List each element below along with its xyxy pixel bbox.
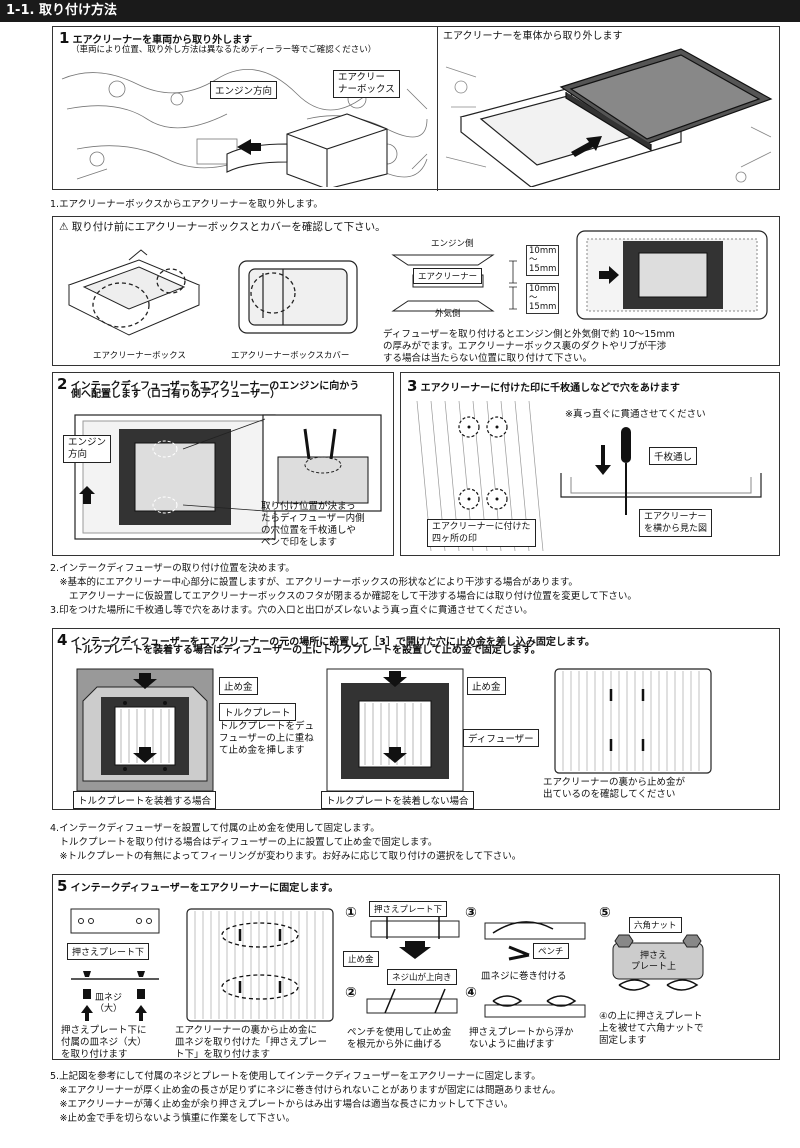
note-step5-line1: 5.上記図を参考にして付属のネジとプレートを使用してインテークディフューザーをエ… (50, 1071, 541, 1082)
step2-description: 取り付け位置が決まったらディフューザー内側の穴位置を千枚通しやペンで印をします (261, 501, 365, 548)
step2-panel: 2 インテークディフューザーをエアクリーナーのエンジンに向かう 側へ配置します（… (52, 372, 394, 556)
diffuser-top-view (576, 230, 768, 320)
label-substep1-clip: 止め金 (343, 951, 379, 967)
substep3-drawing (484, 921, 586, 961)
back-view-caption: エアクリーナーの裏から止め金が出ているのを確認してください (543, 777, 686, 800)
note-step4-line3: ※トルクプレートの有無によってフィーリングが変わります。お好みに応じて取り付けの… (50, 851, 522, 862)
note-step1: 1.エアクリーナーボックスからエアクリーナーを取り外します。 (50, 199, 323, 210)
step1-title: エアクリーナーを車両から取り外します (72, 35, 253, 46)
substep3-caption: 皿ネジに巻き付ける (481, 971, 567, 982)
label-diffuser: ディフューザー (463, 729, 539, 747)
sub-step-5: ⑤ (599, 905, 611, 921)
note-step2-line1: 2.インテークディフューザーの取り付け位置を決めます。 (50, 563, 295, 574)
torque-plate-description: トルクプレートをデュフューザーの上に重ねて止め金を挿します (219, 721, 315, 756)
caption-air-cleaner-cover: エアクリーナーボックスカバー (231, 351, 350, 361)
with-torque-plate-drawing (76, 668, 214, 792)
step3-title: エアクリーナーに付けた印に千枚通しなどで穴をあけます (420, 383, 680, 394)
warning-icon: ⚠ (59, 221, 69, 233)
check-panel: ⚠ 取り付け前にエアクリーナーボックスとカバーを確認して下さい。 エアクリーナー… (52, 216, 780, 366)
check-para-3: する場合は当たらない位置に取り付けて下さい。 (383, 353, 593, 364)
substep4-drawing (484, 995, 586, 1018)
substep2-drawing (366, 988, 458, 1014)
substep2-caption: ペンチを使用して止め金を根元から外に曲げる (347, 1027, 452, 1050)
note-step5-line2: ※エアクリーナーが厚く止め金の長さが足りずにネジに巻き付けられないことがあります… (50, 1085, 561, 1096)
label-outside: 外気側 (435, 309, 461, 319)
substep5-drawing (612, 934, 704, 991)
label-clip: 止め金 (219, 677, 258, 695)
note-step3: 3.印をつけた場所に千枚通し等で穴をあけます。穴の入口と出口がズレないよう真っ直… (50, 605, 533, 616)
sub-step-3: ③ (465, 905, 477, 921)
caption-with-torque-plate: トルクプレートを装着する場合 (73, 791, 217, 809)
label-filter: エアクリーナー (413, 268, 483, 284)
sub-step-1: ① (345, 905, 357, 921)
step-number: 5 (57, 877, 68, 895)
label-lower-plate: 押さえプレート下 (67, 943, 150, 960)
divider (437, 27, 438, 191)
label-substep1-thread: ネジ山が上向き (387, 969, 457, 985)
substep5-caption: ④の上に押さえプレート上を被せて六角ナットで固定します (599, 1011, 704, 1046)
check-para-2: の厚みがでます。エアクリーナーボックス裏のダクトやリブが干渉 (383, 341, 667, 352)
filter-back-with-plates-drawing (186, 908, 334, 1022)
step-number: 2 (57, 375, 68, 393)
step2-title-1: インテークディフューザーをエアクリーナーのエンジンに向かう (70, 381, 360, 392)
step3-panel: 3 エアクリーナーに付けた印に千枚通しなどで穴をあけます エアクリーナーに付けた… (400, 372, 780, 556)
dim-top: 10mm〜15mm (526, 245, 560, 276)
step5-caption-2: エアクリーナーの裏から止め金に皿ネジを取り付けた「押さえプレート下」を取り付けま… (175, 1025, 328, 1060)
label-engine-direction: エンジン方向 (210, 81, 278, 99)
section-header: 1-1. 取り付け方法 (0, 0, 800, 22)
label-engine-direction-2: エンジン方向 (63, 435, 112, 463)
note-step4-line2: トルクプレートを取り付ける場合はディフューザーの上に設置して止め金で固定します。 (50, 837, 438, 848)
sub-step-4: ④ (465, 985, 477, 1001)
step-number: 1 (59, 29, 70, 47)
label-clip-2: 止め金 (467, 677, 506, 695)
air-cleaner-cover-drawing (238, 260, 358, 334)
note-step2-line3: エアクリーナーに仮設置してエアクリーナーボックスのフタが閉まるか確認をして干渉す… (50, 591, 637, 602)
note-step4-line1: 4.インテークディフューザーを設置して付属の止め金を使用して固定します。 (50, 823, 380, 834)
note-step2-line2: ※基本的にエアクリーナー中心部分に設置しますが、エアクリーナーボックスの形状など… (50, 577, 578, 588)
lower-plate-drawing (70, 908, 160, 1021)
check-para-1: ディフューザーを取り付けるとエンジン側と外気側で約 10〜15mm (383, 329, 675, 340)
label-hex-nut: 六角ナット (629, 917, 682, 933)
label-awl: 千枚通し (649, 447, 698, 465)
step1-subtitle: （車両により位置、取り外し方法は異なるためディーラー等でご確認ください） (71, 45, 377, 55)
step1-panel: 1 エアクリーナーを車両から取り外します （車両により位置、取り外し方法は異なる… (52, 26, 780, 191)
label-four-marks: エアクリーナーに付けた四ヶ所の印 (427, 519, 536, 547)
step5-title: インテークディフューザーをエアクリーナーに固定します。 (70, 883, 339, 894)
step2-title-2: 側へ配置します（ロゴ有りのディフューザー） (71, 389, 281, 400)
caption-air-cleaner-box: エアクリーナーボックス (93, 351, 186, 361)
label-substep1-plate: 押さえプレート下 (369, 901, 448, 917)
label-upper-plate: 押さえプレート上 (631, 951, 677, 972)
step1-right-caption: エアクリーナーを車体から取り外します (443, 31, 623, 42)
step-number: 3 (407, 377, 418, 395)
note-step5-line4: ※止め金で手を切らないよう慎重に作業をして下さい。 (50, 1113, 296, 1124)
without-torque-plate-drawing (326, 668, 464, 792)
sub-step-2: ② (345, 985, 357, 1001)
step5-panel: 5 インテークディフューザーをエアクリーナーに固定します。 押さえプレート下 皿… (52, 874, 780, 1060)
substep4-caption: 押さえプレートから浮かないように曲げます (469, 1027, 574, 1050)
label-pliers: ペンチ (533, 943, 569, 959)
air-cleaner-box-drawing (67, 249, 201, 336)
remove-filter-illustration (445, 48, 773, 187)
filter-back-view-drawing (554, 668, 712, 774)
label-air-cleaner-box: エアクリーナーボックス (333, 70, 400, 98)
check-warning: 取り付け前にエアクリーナーボックスとカバーを確認して下さい。 (71, 221, 386, 233)
label-side-view: エアクリーナーを横から見た図 (639, 509, 713, 537)
step4-title-1: インテークディフューザーをエアクリーナーの元の場所に設置して［3］で開けた穴に止… (70, 637, 595, 648)
label-engine-side: エンジン側 (431, 239, 474, 249)
step-number: 4 (57, 631, 68, 649)
note-step5-line3: ※エアクリーナーが薄く止め金が余り押さえプレートからはみ出す場合は適当な長さにカ… (50, 1099, 514, 1110)
awl-side-view-drawing (560, 427, 762, 515)
engine-bay-illustration (61, 69, 428, 187)
step4-title-2: トルクプレートを装着する場合はディフューザーの上にトルクプレートを設置して止め金… (73, 645, 541, 656)
label-torque-plate: トルクプレート (219, 703, 296, 721)
step5-caption-1: 押さえプレート下に付属の皿ネジ（大）を取り付けます (61, 1025, 147, 1060)
dim-bottom: 10mm〜15mm (526, 283, 560, 314)
caption-without-torque-plate: トルクプレートを装着しない場合 (321, 791, 474, 809)
diffuser-placement-drawing (74, 414, 382, 540)
label-flat-screw: 皿ネジ（大） (95, 993, 123, 1014)
step4-panel: 4 インテークディフューザーをエアクリーナーの元の場所に設置して［3］で開けた穴… (52, 628, 780, 810)
step3-straight-note: ※真っ直ぐに貫通させてください (565, 409, 706, 420)
